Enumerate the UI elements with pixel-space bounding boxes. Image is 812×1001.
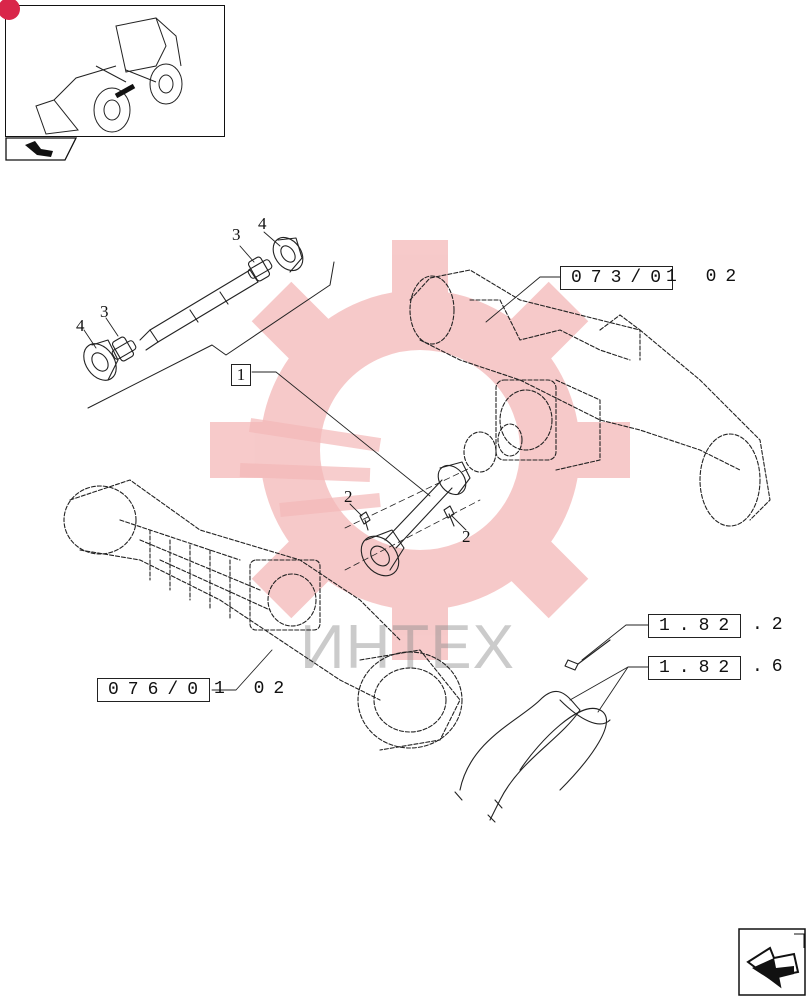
driveshaft-drawing: [344, 461, 481, 577]
hoses-drawing: [454, 639, 611, 823]
thumbnail-badge: [0, 0, 20, 20]
watermark-text: ИНТЕХ: [300, 613, 515, 682]
callout-3-upper: 3: [232, 225, 241, 244]
back-button[interactable]: [5, 137, 78, 161]
part-box-1[interactable]: 1: [231, 364, 251, 386]
ref-suffix-sensor: .2: [752, 615, 792, 635]
wheel-loader-icon: [35, 17, 183, 135]
ref-box-rear-axle[interactable]: 073/0: [560, 266, 674, 290]
ref-suffix-hoses: .6: [752, 657, 792, 677]
callout-4-lower: 4: [76, 316, 85, 335]
ref-suffix-rear-axle: 1 02: [666, 267, 746, 287]
ref-suffix-front-axle: 1 02: [214, 679, 294, 699]
ref-box-sensor[interactable]: 1.82: [648, 614, 742, 638]
ref-box-front-axle[interactable]: 076/0: [97, 678, 211, 702]
exploded-view-panel: [83, 231, 335, 409]
arrow-back-icon: [5, 137, 78, 161]
rear-axle-drawing: [409, 269, 771, 527]
arrow-next-icon: [738, 928, 806, 996]
callout-2-left: 2: [344, 487, 353, 506]
callout-2-right: 2: [462, 527, 471, 546]
callout-4-upper: 4: [258, 214, 267, 233]
ref-box-hoses[interactable]: 1.82: [648, 656, 742, 680]
thumbnail-frame[interactable]: [0, 0, 225, 137]
callout-3-lower: 3: [100, 302, 109, 321]
next-page-button[interactable]: [738, 928, 806, 996]
front-axle-drawing: [63, 479, 463, 751]
